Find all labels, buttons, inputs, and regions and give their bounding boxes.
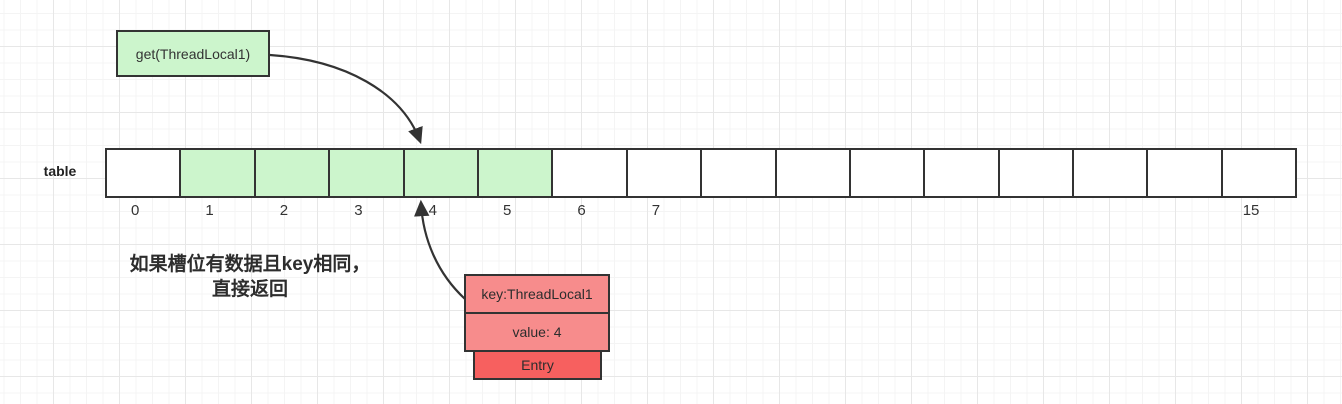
table-cell: 6 (551, 148, 628, 219)
cell-index-label: 5 (502, 202, 512, 219)
table-cell: 0 (105, 148, 182, 219)
cell-index-label: 15 (1242, 202, 1260, 219)
entry-value-box: value: 4 (464, 312, 610, 352)
table-cell: 4 (402, 148, 479, 219)
table-cell: 7 (625, 148, 703, 219)
table-cell: 15 (1220, 148, 1298, 219)
table-cell: 3 (328, 148, 405, 219)
table-cell: 2 (253, 148, 331, 219)
table-row: 0 1 2 3 4 5 6 7 15 (105, 148, 1298, 219)
cell-index-label: 7 (651, 202, 661, 219)
cell-index-label: 6 (577, 202, 586, 219)
entry-key-box: key:ThreadLocal1 (464, 274, 610, 314)
table-label: table (43, 163, 77, 179)
table-cell: 5 (476, 148, 554, 219)
cell-index-label: 3 (354, 202, 363, 219)
table-cell (997, 148, 1075, 198)
get-to-slot4-arrow (268, 53, 423, 145)
entry-label-box: Entry (473, 350, 602, 380)
annotation-note-line2: 直接返回 (211, 279, 288, 300)
table-cell (923, 148, 1000, 198)
table-cell (700, 148, 777, 198)
cell-index-label: 2 (279, 202, 289, 219)
table-cell (1072, 148, 1149, 198)
get-threadlocal-box: get(ThreadLocal1) (116, 30, 270, 77)
cell-index-label: 1 (205, 202, 214, 219)
annotation-note-line1: 如果槽位有数据且key相同， (129, 254, 371, 275)
table-cell (774, 148, 851, 198)
table-cell: 1 (179, 148, 256, 219)
cell-index-label: 0 (131, 202, 140, 219)
annotation-note: 如果槽位有数据且key相同， 直接返回 (102, 252, 398, 302)
table-cell (1146, 148, 1223, 198)
table-cell (848, 148, 926, 198)
cell-index-label: 4 (428, 202, 437, 219)
